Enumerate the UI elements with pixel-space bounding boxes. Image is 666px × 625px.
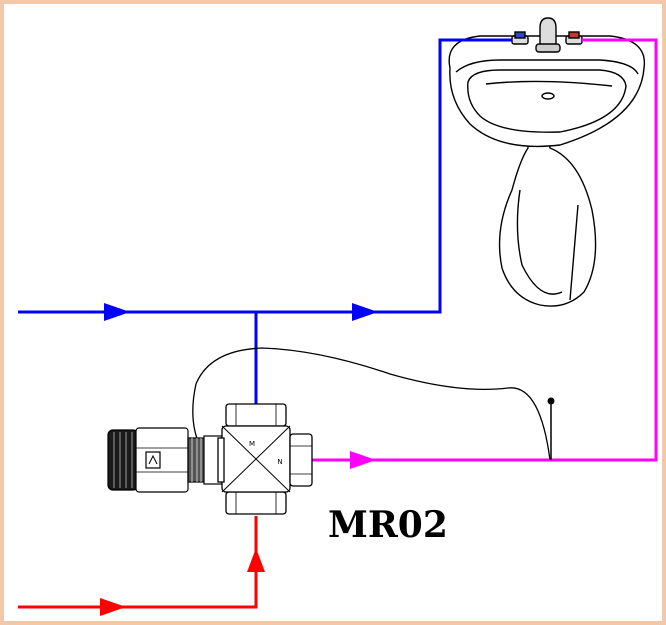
thermostat-marker (145, 451, 161, 469)
capillary-line (192, 347, 551, 461)
sink-basin-inner-line (485, 80, 613, 87)
sink-basin-rim (455, 59, 639, 75)
washbasin (448, 17, 646, 307)
valve-right-nut (289, 433, 313, 487)
valve-mark-n: N (277, 458, 282, 466)
sink-drain (541, 92, 555, 100)
valve-icon (217, 403, 313, 515)
sink-pedestal-line (569, 204, 579, 301)
sink-faucet (539, 17, 557, 47)
cold-tap-knob (514, 31, 526, 39)
thermostat-body (135, 427, 189, 493)
sink-faucet-base (535, 43, 561, 53)
valve-label: MR02 (328, 504, 448, 546)
valve-mark-m: M (249, 440, 255, 448)
cold-arrow-left (104, 303, 130, 321)
valve-bottom-nut (225, 491, 287, 515)
valve-top-nut (225, 403, 287, 427)
sink-pedestal (498, 139, 597, 307)
hot-tap-knob (568, 31, 580, 39)
hot-arrow-up (247, 548, 265, 572)
mixed-arrow (350, 451, 376, 469)
sensor-icon (547, 397, 555, 405)
hot-arrow-bottom (100, 598, 126, 616)
hot-water-pipe (18, 516, 258, 609)
thermostat-icon (107, 427, 223, 493)
thermostat-connector (187, 437, 205, 483)
cold-water-pipe (18, 38, 512, 404)
valve-left-hex (217, 437, 225, 483)
sink-basin-bowl (467, 69, 627, 133)
mixed-water-pipe (312, 38, 658, 462)
sink-pedestal-inner (516, 189, 563, 295)
thermostat-knob (107, 429, 139, 491)
cold-arrow-right (352, 303, 378, 321)
